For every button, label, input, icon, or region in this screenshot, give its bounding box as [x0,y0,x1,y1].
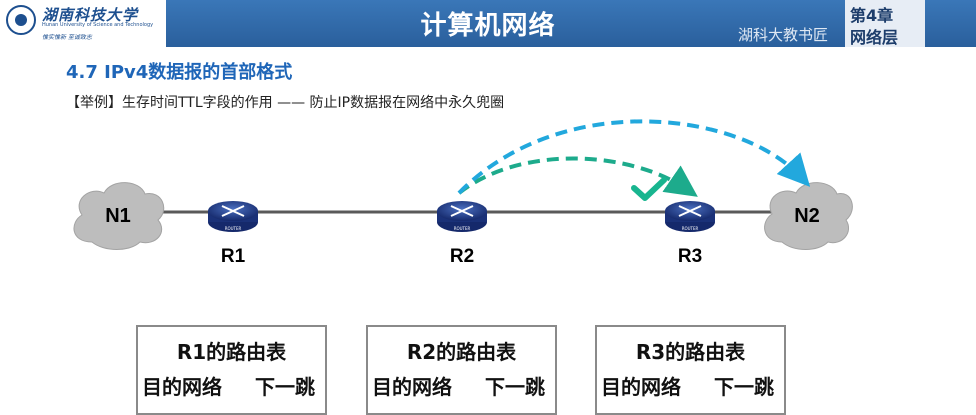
logo-motto: 惟实惟新 至诚致志 [42,34,92,41]
routing-table-r2: R2的路由表 目的网络 下一跳 [366,325,557,415]
network-label-n1: N1 [105,205,131,227]
section-title: 4.7 IPv4数据报的首部格式 [66,62,293,83]
router-r1-icon: ROUTER [208,201,258,232]
router-label-r2: R2 [450,246,474,267]
router-label-r3: R3 [678,246,702,267]
svg-text:ROUTER: ROUTER [454,226,471,231]
router-label-r1: R1 [221,246,246,267]
chapter-name: 网络层 [850,28,899,47]
router-r2-icon: ROUTER [437,201,487,232]
logo-chinese-name: 湖南科技大学 [42,6,139,24]
forward-arrow-r2-to-r3 [457,156,698,197]
svg-text:ROUTER: ROUTER [225,226,242,231]
column-next-hop: 下一跳 [714,375,774,399]
routing-table-r3: R3的路由表 目的网络 下一跳 [595,325,786,415]
university-logo: 湖南科技大学 Hunan University of Science and T… [0,0,166,47]
chapter-badge [845,0,925,47]
routing-table-title: R2的路由表 [406,340,517,364]
chapter-number: 第4章 [850,6,894,25]
svg-text:ROUTER: ROUTER [682,226,699,231]
network-label-n2: N2 [794,205,820,227]
routing-table-title: R1的路由表 [176,340,287,364]
column-destination: 目的网络 [601,375,681,399]
network-cloud-n1: N1 [73,182,165,250]
watermark: 湖科大教书匠 [738,26,829,44]
column-destination: 目的网络 [372,375,452,399]
router-r3-icon: ROUTER [665,201,715,232]
routing-table-title: R3的路由表 [635,340,746,364]
routing-table-r1: R1的路由表 目的网络 下一跳 [136,325,327,415]
network-diagram: N1 N2 ROUTER R1 ROUTER R2 ROUTER R3 [73,119,853,267]
logo-english-name: Hunan University of Science and Technolo… [42,22,154,28]
course-title: 计算机网络 [420,11,556,41]
column-next-hop: 下一跳 [485,375,545,399]
example-description: 【举例】生存时间TTL字段的作用 —— 防止IP数据报在网络中永久兜圈 [66,95,505,111]
university-emblem-icon [6,5,36,35]
column-next-hop: 下一跳 [255,375,315,399]
checkmark-icon [631,177,667,201]
network-cloud-n2: N2 [764,182,853,250]
column-destination: 目的网络 [142,375,222,399]
forward-arrow-r2-to-n2 [457,119,811,195]
